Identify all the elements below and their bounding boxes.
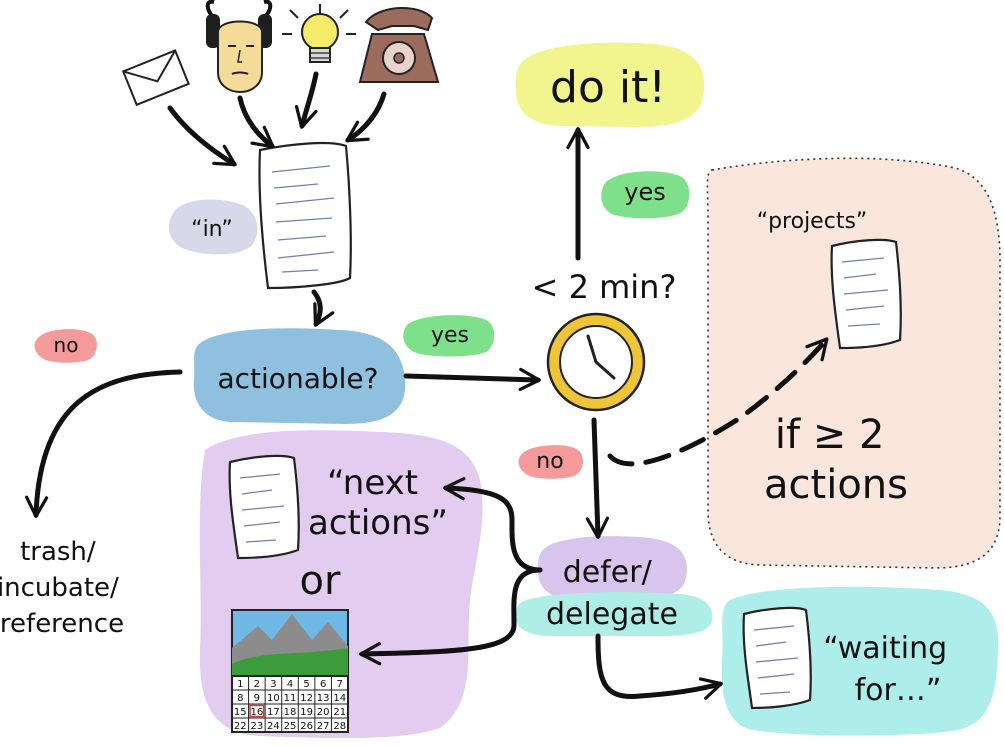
actionable-no-label: no — [54, 333, 79, 357]
two-minutes-question: < 2 min? — [532, 268, 677, 306]
calendar-day: 2 — [254, 679, 260, 690]
or-label: or — [300, 558, 341, 604]
defer-delegate-label: defer/ delegate — [546, 555, 678, 632]
arrow-inbox-to-actionable — [311, 289, 335, 327]
calendar-day: 27 — [317, 721, 330, 732]
telephone-icon — [358, 7, 440, 83]
waiting-for-line-1: “waiting — [823, 631, 947, 666]
no-blob-two-min — [518, 445, 583, 479]
calendar-day: 6 — [320, 679, 326, 690]
yes-blob-actionable — [403, 315, 495, 357]
trash-label: trash/ incubate/ reference — [0, 537, 127, 639]
projects-region — [706, 157, 1001, 569]
calendar-day: 11 — [284, 693, 297, 704]
trash-line-3: reference — [0, 609, 124, 639]
calendar-day: 14 — [333, 693, 346, 704]
arrow-phone-to-inbox — [345, 91, 387, 143]
calendar-day: 8 — [237, 693, 243, 704]
calendar-day: 9 — [254, 693, 260, 704]
calendar-day: 16 — [250, 707, 263, 718]
do-it-blob — [515, 42, 705, 127]
projects-document-icon — [830, 238, 902, 350]
inbox-blob — [168, 199, 258, 255]
projects-condition-line-1: if ≥ 2 — [775, 412, 885, 458]
next-actions-line-1: “next — [327, 463, 418, 503]
two-min-yes-label: yes — [624, 178, 665, 206]
waiting-for-line-2: for…” — [855, 673, 942, 708]
calendar-day: 28 — [333, 721, 346, 732]
calendar-day: 12 — [300, 693, 313, 704]
arrow-delegate-to-waiting-for — [595, 633, 723, 700]
trash-line-2: incubate/ — [0, 573, 119, 603]
projects-condition-line-2: actions — [764, 462, 908, 508]
calendar-day: 19 — [300, 707, 313, 718]
defer-blob — [538, 536, 687, 600]
arrow-actionable-to-trash — [24, 369, 183, 518]
person-icon — [205, 0, 273, 94]
projects-condition: if ≥ 2 actions — [764, 412, 908, 508]
waiting-for-label: “waiting for…” — [823, 631, 956, 708]
inbox-document-icon — [258, 141, 352, 290]
do-it-label: do it! — [550, 62, 666, 113]
arrow-clock-to-defer — [585, 417, 610, 539]
calendar-day: 13 — [317, 693, 330, 704]
calendar-day: 7 — [337, 679, 343, 690]
calendar-day: 10 — [267, 693, 280, 704]
arrows — [24, 71, 829, 700]
trash-line-1: trash/ — [20, 537, 96, 567]
delegate-blob — [516, 592, 713, 636]
yes-blob-two-min — [601, 171, 690, 219]
two-min-no-label: no — [536, 449, 563, 474]
no-blob-actionable — [34, 329, 97, 363]
arrow-defer-to-calendar — [359, 567, 543, 666]
next-actions-line-2: actions” — [308, 503, 448, 543]
calendar-day: 21 — [333, 707, 346, 718]
next-actions-document-icon — [228, 454, 300, 560]
calendar-day: 18 — [284, 707, 297, 718]
calendar-day: 25 — [284, 721, 297, 732]
calendar-day: 20 — [317, 707, 330, 718]
arrow-actionable-to-clock — [403, 367, 541, 392]
arrow-idea-to-inbox — [294, 71, 319, 129]
calendar-day: 17 — [267, 707, 280, 718]
arrow-person-to-inbox — [237, 95, 275, 149]
lightbulb-icon — [282, 4, 356, 63]
calendar-day: 4 — [287, 679, 293, 690]
defer-line: defer/ — [563, 555, 653, 590]
waiting-for-document-icon — [742, 606, 812, 710]
calendar-day: 5 — [303, 679, 309, 690]
actionable-question: actionable? — [218, 362, 379, 395]
arrow-envelope-to-inbox — [167, 105, 237, 167]
arrow-defer-to-next-actions — [443, 477, 543, 573]
calendar-day: 26 — [300, 721, 313, 732]
actionable-blob — [193, 328, 406, 424]
calendar-day: 1 — [237, 679, 243, 690]
envelope-icon — [121, 49, 190, 107]
calendar-day: 15 — [234, 707, 247, 718]
inbox-label: “in” — [191, 217, 233, 242]
calendar-day: 22 — [234, 721, 247, 732]
calendar-day: 23 — [250, 721, 263, 732]
next-actions-label: “next actions” — [308, 463, 448, 543]
actionable-yes-label: yes — [431, 323, 469, 348]
calendar-day: 24 — [267, 721, 280, 732]
calendar-marked-day — [249, 704, 265, 718]
calendar-day: 3 — [270, 679, 276, 690]
projects-title: “projects” — [757, 209, 868, 234]
stopwatch-icon — [546, 312, 646, 412]
delegate-line: delegate — [546, 597, 678, 632]
